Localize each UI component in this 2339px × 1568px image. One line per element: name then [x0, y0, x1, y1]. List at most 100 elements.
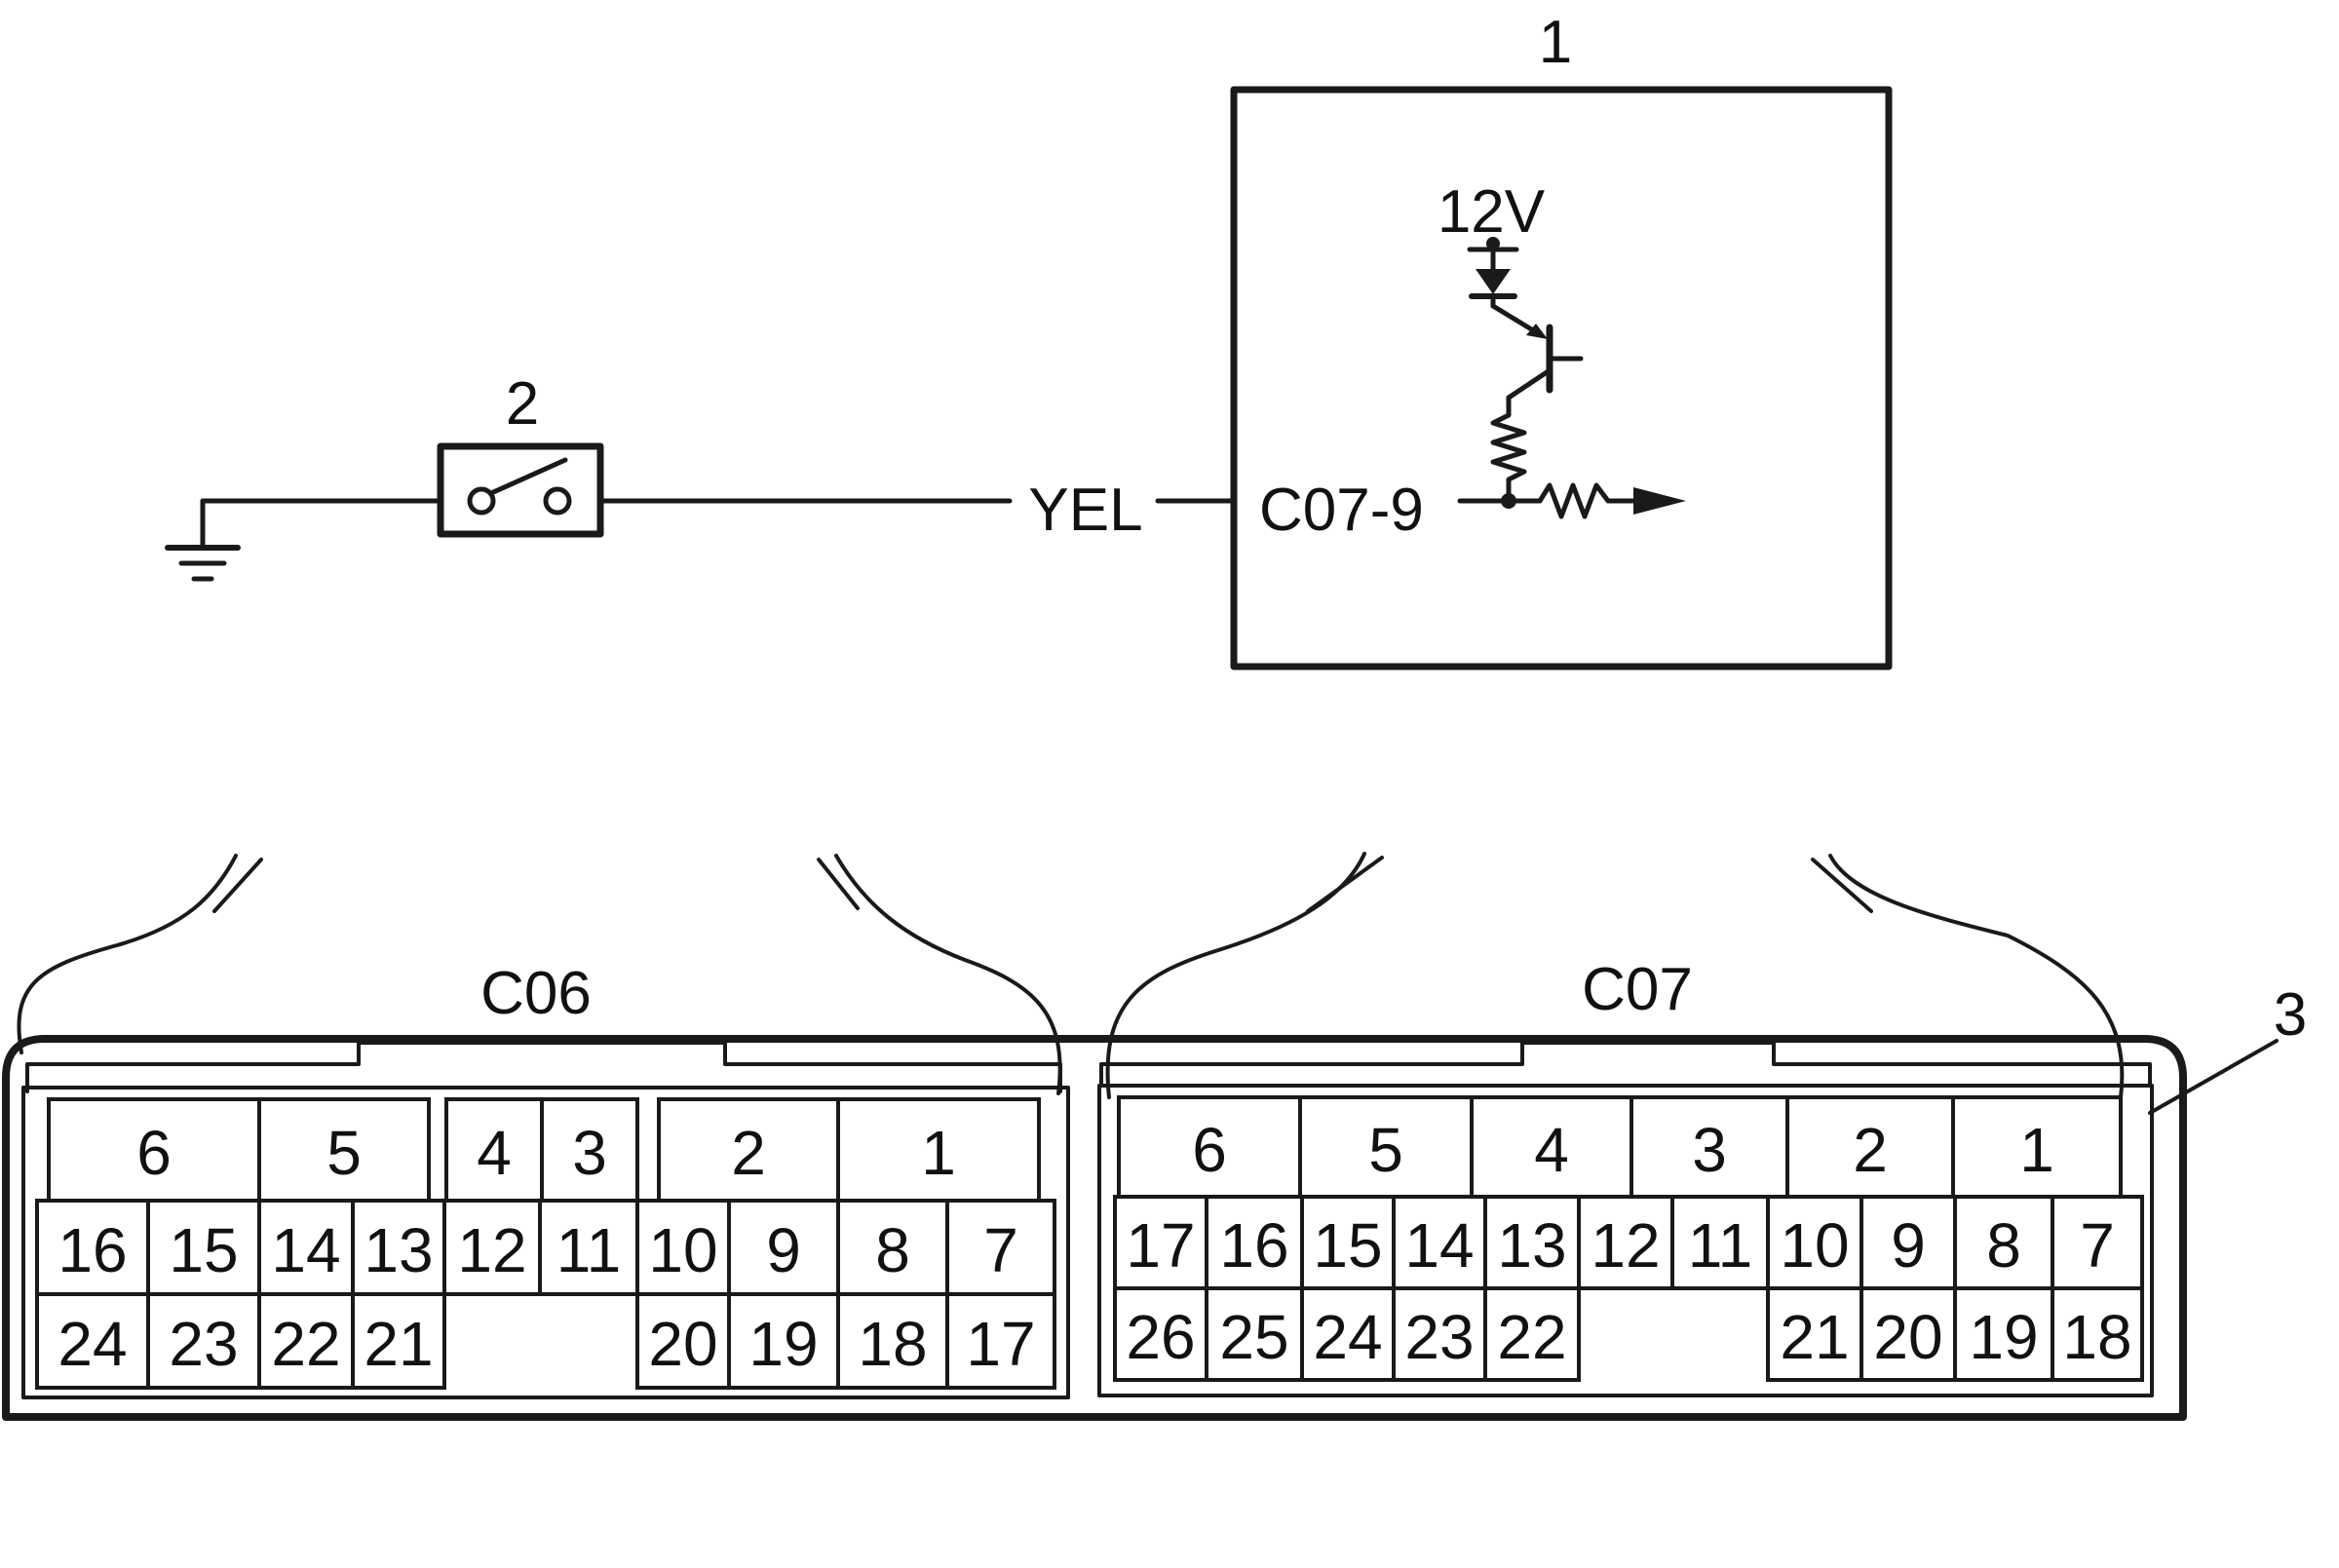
- c06-pin-cell: [727, 1292, 840, 1390]
- transistor-icon: [1490, 303, 1584, 401]
- c06-pin-label: 18: [858, 1309, 927, 1379]
- c06-group-cell: [836, 1097, 1041, 1203]
- c06-pin-label: 22: [271, 1309, 340, 1379]
- c07-pin-cell: [1300, 1286, 1396, 1382]
- c07-pin-label: 25: [1219, 1302, 1288, 1372]
- c06-pin-cell: [257, 1199, 355, 1296]
- c06-group-label: 2: [731, 1118, 766, 1188]
- c07-pin-label: 11: [1688, 1210, 1752, 1281]
- c07-pin-label: 8: [1986, 1210, 2021, 1281]
- wire-color-label: YEL: [1028, 477, 1142, 544]
- c06-pin-label: 9: [766, 1215, 801, 1285]
- c07-pin-label: 21: [1780, 1302, 1849, 1372]
- c06-pin-cell: [945, 1292, 1056, 1390]
- c06-pin-cell: [538, 1199, 639, 1296]
- c06-bracket: [17, 854, 1062, 1095]
- c07-pin-cell: [1205, 1286, 1304, 1382]
- resistor-icon: [1490, 395, 1527, 504]
- c07-pin-cell: [1670, 1195, 1770, 1290]
- c06-pin-label: 20: [648, 1309, 717, 1379]
- c06-pin-label: 15: [169, 1215, 238, 1285]
- c07-group-label: 2: [1853, 1115, 1888, 1185]
- c06-pin-cell: [146, 1199, 261, 1296]
- c06-group-label: 1: [921, 1118, 956, 1188]
- c06-pin-cell: [635, 1292, 731, 1390]
- c07-pin-label: 17: [1126, 1210, 1195, 1281]
- c06-pin-label: 19: [748, 1309, 818, 1379]
- c06-label: C06: [480, 960, 592, 1027]
- c07-pin-label: 18: [2062, 1302, 2131, 1372]
- control-module: [1230, 86, 1893, 670]
- c06-pin-cell: [727, 1199, 840, 1296]
- c07-label: C07: [1582, 956, 1693, 1023]
- c07-pin-cell: [1392, 1286, 1487, 1382]
- c06-group-label: 4: [477, 1118, 512, 1188]
- c07-group-label: 4: [1534, 1115, 1569, 1185]
- c07-pin-label: 7: [2080, 1210, 2115, 1281]
- c07-group-label: 1: [2019, 1115, 2054, 1185]
- c06-pin-label: 17: [966, 1309, 1035, 1379]
- c07-pin-label: 19: [1969, 1302, 2038, 1372]
- c06-pin-label: 23: [169, 1309, 238, 1379]
- c06-group-cell: [540, 1097, 639, 1203]
- c07-pin-cell: [1860, 1195, 1957, 1290]
- supply-voltage-label: 12V: [1438, 178, 1546, 246]
- c06-pin-label: 16: [58, 1215, 127, 1285]
- module-pin-label: C07-9: [1259, 477, 1424, 544]
- c07-pin-cell: [2051, 1195, 2144, 1290]
- c06-pin-cell: [351, 1199, 446, 1296]
- c07-group-cell: [1951, 1095, 2123, 1199]
- c07-pin-label: 10: [1780, 1210, 1849, 1281]
- c06-pin-label: 14: [271, 1215, 340, 1285]
- c07-pin-cell: [1205, 1195, 1304, 1290]
- c07-pin-cell: [1953, 1286, 2054, 1382]
- c07-pin-label: 20: [1873, 1302, 1942, 1372]
- c07-pin-cell: [1766, 1286, 1863, 1382]
- c06-group-cell: [257, 1097, 431, 1203]
- c07-pin-cell: [1113, 1195, 1208, 1290]
- c07-pin-label: 22: [1497, 1302, 1566, 1372]
- c07-pin-label: 23: [1404, 1302, 1474, 1372]
- c07-group-label: 3: [1692, 1115, 1727, 1185]
- c06-pin-label: 11: [556, 1215, 621, 1285]
- c06-group-label: 6: [136, 1118, 172, 1188]
- c06-pin-cell: [35, 1199, 150, 1296]
- c06-pin-label: 13: [364, 1215, 433, 1285]
- c07-pin-cell: [1577, 1195, 1674, 1290]
- c07-group-label: 6: [1192, 1115, 1227, 1185]
- module-callout: 1: [1539, 9, 1572, 76]
- c06-pin-label: 12: [457, 1215, 526, 1285]
- c07-pin-label: 15: [1313, 1210, 1382, 1281]
- c06-pin-label: 8: [875, 1215, 910, 1285]
- c07-pin-label: 26: [1126, 1302, 1195, 1372]
- switch: [437, 442, 604, 538]
- c07-pin-cell: [2051, 1286, 2144, 1382]
- resistor-icon: [1537, 482, 1611, 519]
- c07-pin-cell: [1860, 1286, 1957, 1382]
- c06-group-label: 5: [326, 1118, 362, 1188]
- c06-pin-label: 21: [364, 1309, 433, 1379]
- housing-leader: [2148, 1039, 2279, 1115]
- ground-icon: [165, 498, 241, 582]
- c07-bracket: [1105, 852, 2125, 1099]
- c07-pin-label: 9: [1891, 1210, 1926, 1281]
- c06-pin-cell: [257, 1292, 355, 1390]
- c06-pin-cell: [35, 1292, 150, 1390]
- c06-pin-cell: [146, 1292, 261, 1390]
- c07-pin-label: 24: [1313, 1302, 1382, 1372]
- c06-pin-cell: [945, 1199, 1056, 1296]
- c06-pin-label: 10: [648, 1215, 717, 1285]
- c07-pin-cell: [1483, 1286, 1581, 1382]
- c07-group-label: 5: [1368, 1115, 1403, 1185]
- c07-frame: [1099, 1041, 2152, 1088]
- c07-pin-cell: [1113, 1286, 1208, 1382]
- c06-group-cell: [47, 1097, 261, 1203]
- c06-pin-label: 24: [58, 1309, 127, 1379]
- schematic: 2 YEL 1 C07-9 12V: [165, 9, 1893, 670]
- c07-pin-label: 13: [1497, 1210, 1566, 1281]
- c07-pin-label: 14: [1404, 1210, 1474, 1281]
